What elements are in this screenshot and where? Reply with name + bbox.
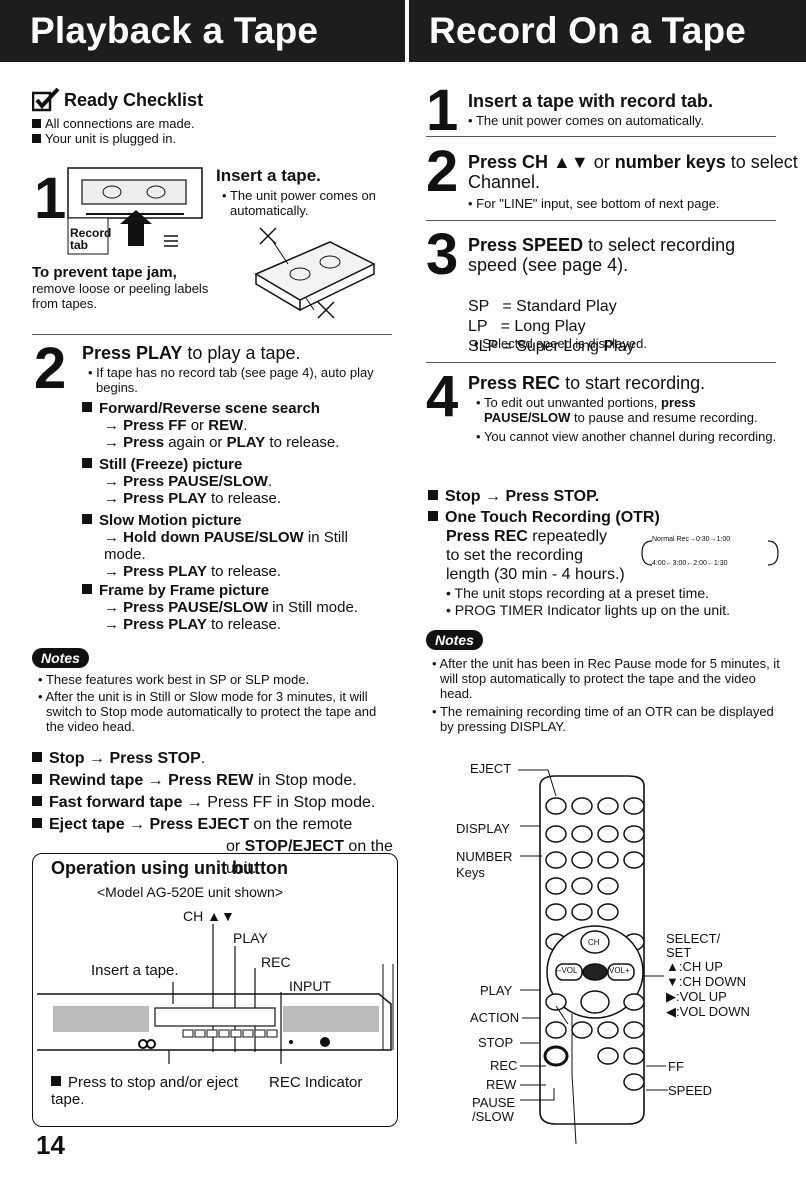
bullet-eject-line2: or STOP/EJECT on the unit. <box>226 838 393 877</box>
bullet-fast-forward: Fast forward tape → Press FF in Stop mod… <box>32 792 407 814</box>
otr-notes: • The unit stops recording at a preset t… <box>446 585 730 618</box>
remote-label-number: NUMBER <box>456 849 513 864</box>
remote-label-pause: PAUSE <box>472 1095 516 1110</box>
remote-ch-key: CH <box>588 938 600 947</box>
otr-section: One Touch Recording (OTR) Press REC repe… <box>428 508 798 584</box>
step-number: 4 <box>426 364 459 429</box>
rec-step1-note: • The unit power comes on automatically. <box>468 113 705 128</box>
remote-label-keys: Keys <box>456 865 485 880</box>
checklist-title: Ready Checklist <box>64 89 204 110</box>
remote-leader-lines <box>518 769 668 1101</box>
speed-item: LP = Long Play <box>468 318 586 335</box>
remote-label-vol-up: ▶:VOL UP <box>666 989 727 1004</box>
remote-label-rew: REW <box>486 1077 517 1092</box>
step1-note: • The unit power comes on automatically. <box>222 188 376 218</box>
rec-step4-notes: • To edit out unwanted portions, press P… <box>476 395 777 444</box>
label-press-stop: Press to stop and/or eject tape. <box>51 1074 239 1108</box>
rec-step3-note: • Selected speed is displayed. <box>474 336 647 351</box>
record-tab-label: Record tab <box>70 226 112 252</box>
feature-item: Still (Freeze) picture → Press PAUSE/SLO… <box>82 456 402 512</box>
bullet-stop: Stop → Press STOP. <box>32 748 407 770</box>
note-item: These features work best in SP or SLP mo… <box>45 672 310 687</box>
label-ch: CH ▲▼ <box>183 908 235 924</box>
remote-label-stop: STOP <box>478 1035 514 1050</box>
step-number: 2 <box>426 139 459 204</box>
page-number: 14 <box>36 1130 65 1160</box>
rec-step1-title: Insert a tape with record tab. <box>468 91 714 111</box>
remote-label-vol-down: ◀:VOL DOWN <box>666 1004 750 1019</box>
vcr-front-panel-illustration <box>37 924 394 1064</box>
speed-item: SP = Standard Play <box>468 298 617 315</box>
notes-badge: Notes <box>32 648 89 668</box>
page-title-record: Record On a Tape <box>405 0 806 62</box>
remote-label-ch-up: ▲:CH UP <box>666 959 723 974</box>
step-number: 1 <box>34 166 67 231</box>
bullet-eject: Eject tape → Press EJECT on the remote <box>32 814 407 836</box>
unit-button-panel: Operation using unit button <Model AG-52… <box>32 853 398 1127</box>
vcr-tape-slot-illustration <box>67 167 203 255</box>
playback-features-list: Forward/Reverse scene search → Press FF … <box>82 400 402 638</box>
note-item: After the unit is in Still or Slow mode … <box>45 689 377 734</box>
feature-item: Slow Motion picture → Hold down PAUSE/SL… <box>82 512 402 580</box>
step2-title: Press PLAY to play a tape. <box>82 343 301 363</box>
rec-step2-note: • For "LINE" input, see bottom of next p… <box>468 196 720 211</box>
remote-label-select: SELECT/ <box>666 931 721 946</box>
remote-label-set: SET <box>666 945 692 960</box>
notes-list: • After the unit has been in Rec Pause m… <box>432 656 780 734</box>
step-number: 2 <box>34 336 67 401</box>
checklist-item: Your unit is plugged in. <box>45 131 177 146</box>
remote-label-speed: SPEED <box>668 1083 713 1098</box>
rec-step4-title: Press REC to start recording. <box>468 373 706 393</box>
remote-control-illustration <box>539 775 645 1144</box>
remote-label-display: DISPLAY <box>456 821 510 836</box>
feature-item: Forward/Reverse scene search → Press FF … <box>82 400 402 456</box>
label-insert: Insert a tape. <box>91 962 179 979</box>
note-item: After the unit has been in Rec Pause mod… <box>439 656 780 701</box>
remote-label-ch-down: ▼:CH DOWN <box>666 974 747 989</box>
remote-label-rec: REC <box>490 1058 518 1073</box>
step1-title: Insert a tape. <box>216 166 321 185</box>
remote-label-action: ACTION <box>470 1010 520 1025</box>
remote-label-play: PLAY <box>480 983 513 998</box>
unit-model: <Model AG-520E unit shown> <box>97 884 284 900</box>
step-number: 3 <box>426 222 459 287</box>
otr-cycle-diagram: Normal Rec→0:30→1:00 4:00←3:00←2:00←1:30 <box>640 535 780 571</box>
ready-checklist: Ready Checklist All connections are made… <box>32 88 402 146</box>
remote-vol-plus: VOL+ <box>609 966 630 975</box>
rec-stop-bullet: Stop → Press STOP. <box>428 488 599 506</box>
operation-bullets: Stop → Press STOP. Rewind tape → Press R… <box>32 748 407 880</box>
notes-badge: Notes <box>426 630 483 650</box>
label-rec: REC <box>261 954 291 970</box>
rec-step2-title: Press CH ▲▼ or number keys to select Cha… <box>468 152 798 192</box>
remote-label-eject: EJECT <box>470 761 512 776</box>
bullet-rewind: Rewind tape → Press REW in Stop mode. <box>32 770 407 792</box>
step-number: 1 <box>426 78 459 143</box>
unit-panel-title: Operation using unit button <box>51 858 288 878</box>
label-input: INPUT <box>289 978 331 994</box>
remote-label-ff: FF <box>668 1059 684 1074</box>
notes-list: • These features work best in SP or SLP … <box>38 672 377 734</box>
checklist-item: All connections are made. <box>45 116 195 131</box>
cassette-tape-illustration <box>254 227 376 319</box>
page-title-playback: Playback a Tape <box>0 0 405 62</box>
feature-item: Frame by Frame picture → Press PAUSE/SLO… <box>82 582 402 638</box>
tape-jam-warning: To prevent tape jam, remove loose or pee… <box>32 264 209 311</box>
remote-label-slow: /SLOW <box>472 1109 514 1124</box>
note-item: The remaining recording time of an OTR c… <box>439 704 774 734</box>
label-rec-indicator: REC Indicator <box>269 1074 363 1091</box>
rec-step3-title: Press SPEED to select recording speed (s… <box>468 235 736 275</box>
speed-item: SLP = Super Long Play <box>468 338 635 355</box>
remote-vol-minus: –VOL <box>557 966 578 975</box>
label-play: PLAY <box>233 930 268 946</box>
checkbox-check-icon <box>32 88 60 112</box>
step2-note: • If tape has no record tab (see page 4)… <box>88 365 374 395</box>
